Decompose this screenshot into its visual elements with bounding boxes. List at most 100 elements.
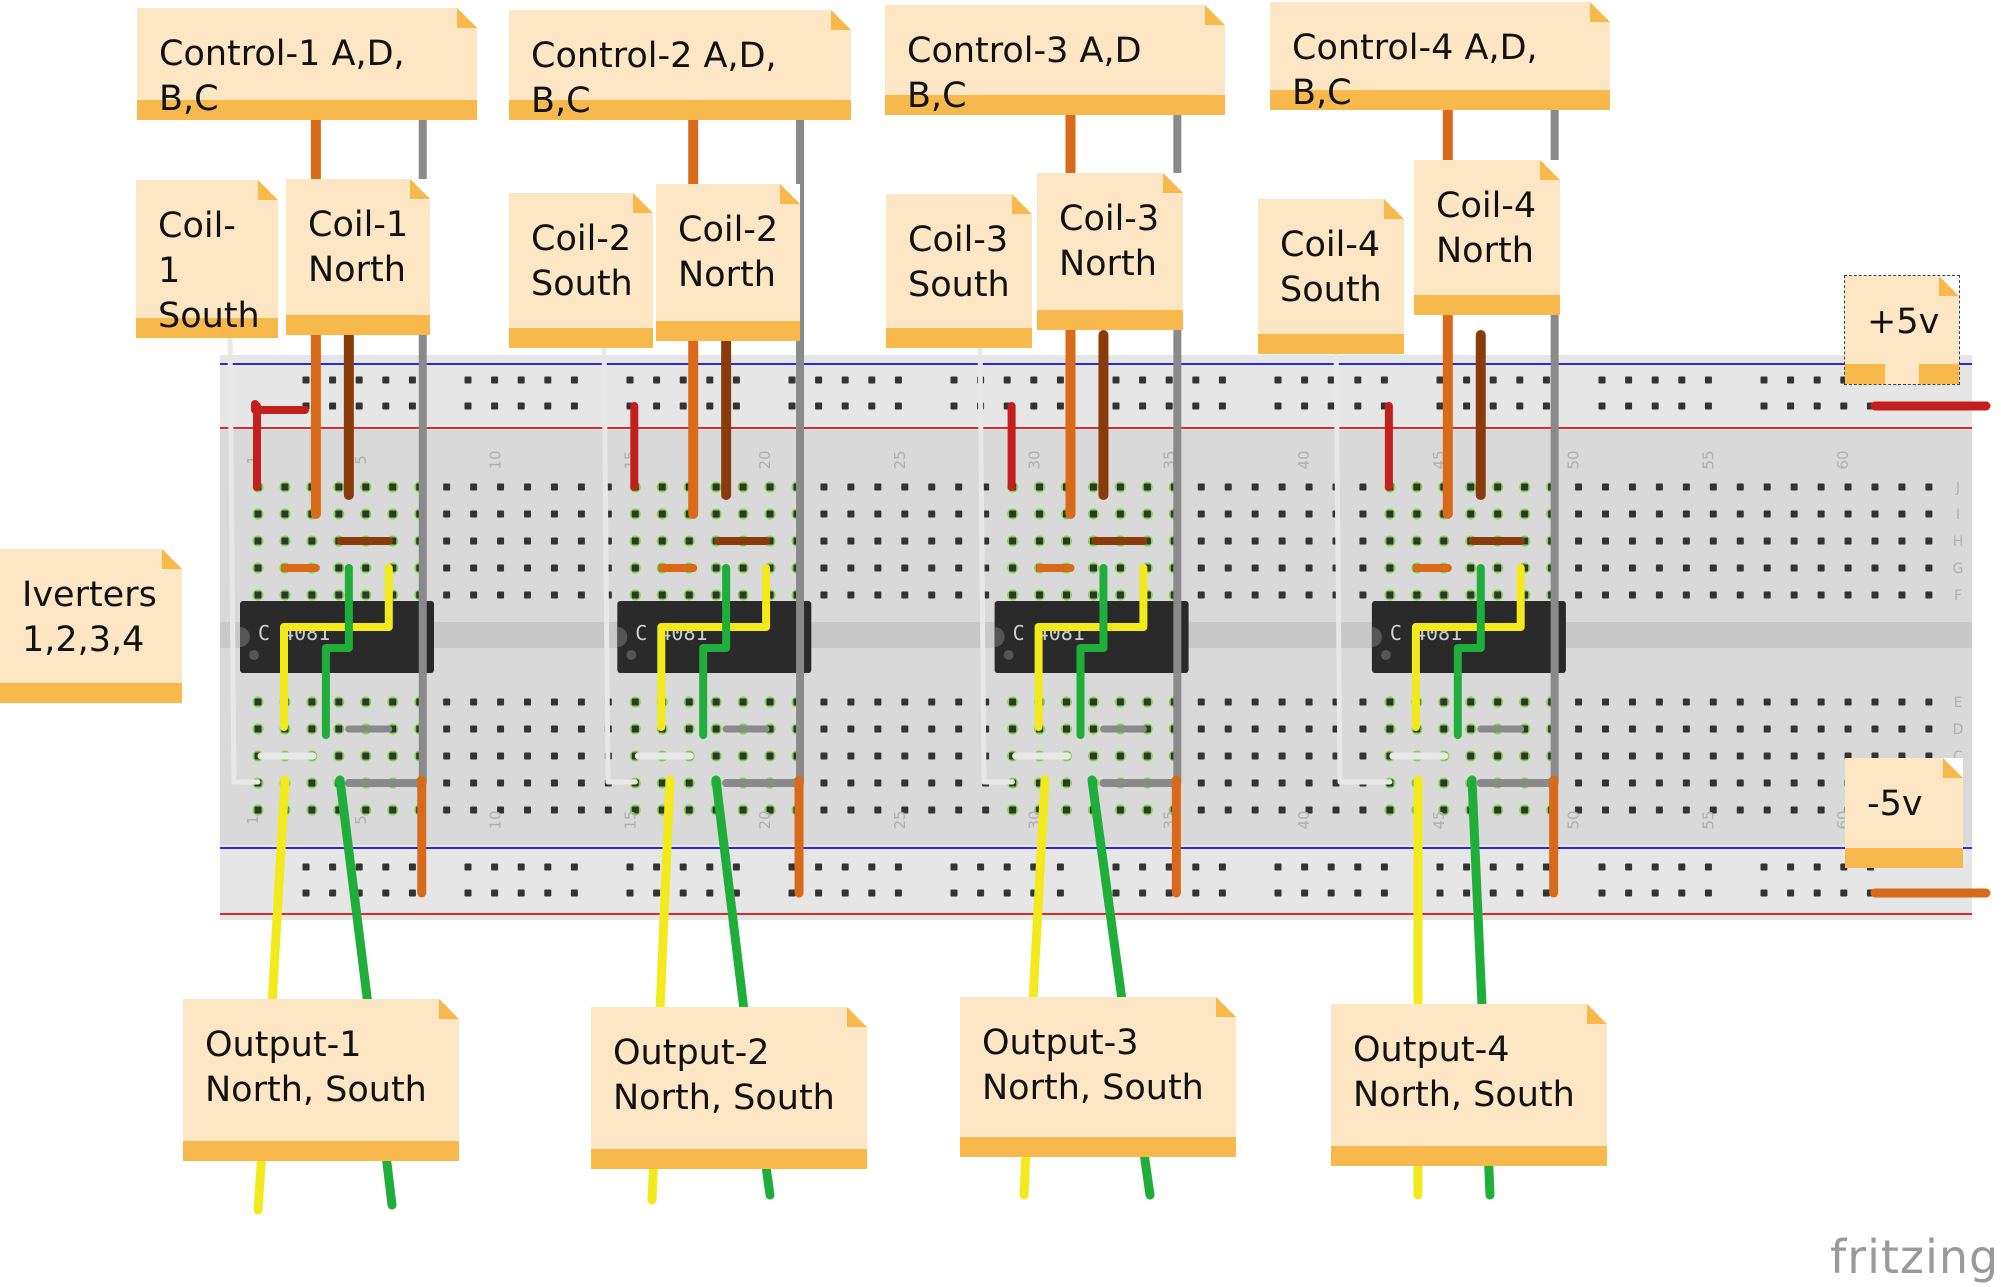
terminal-hole xyxy=(1386,537,1394,545)
terminal-hole xyxy=(1386,725,1394,733)
top-rail-hole xyxy=(1516,376,1524,384)
terminal-hole xyxy=(362,483,370,491)
terminal-hole xyxy=(901,698,909,706)
terminal-hole xyxy=(1063,698,1070,706)
top-rail-hole xyxy=(1192,376,1200,384)
bottom-rail-hole xyxy=(950,889,958,897)
terminal-hole xyxy=(1655,806,1663,814)
bottom-rail-hole xyxy=(1625,863,1633,871)
bottom-rail-hole xyxy=(1056,863,1064,871)
bottom-rail-hole xyxy=(1651,863,1659,871)
terminal-hole xyxy=(631,806,639,814)
terminal-hole xyxy=(1575,564,1583,572)
fritzing-logo: fritzing xyxy=(1830,1230,2000,1284)
terminal-hole xyxy=(1602,752,1609,760)
terminal-hole xyxy=(1305,591,1313,599)
terminal-hole xyxy=(1224,698,1232,706)
terminal-hole xyxy=(1063,806,1070,814)
coil-1-north-note: Coil-1 North xyxy=(286,179,430,335)
terminal-hole xyxy=(1224,510,1232,518)
terminal-hole xyxy=(1602,537,1609,545)
terminal-hole xyxy=(550,483,558,491)
terminal-hole xyxy=(1817,806,1825,814)
column-number: 55 xyxy=(1699,450,1717,469)
terminal-hole xyxy=(1278,698,1286,706)
bottom-rail-hole xyxy=(1327,889,1335,897)
terminal-hole xyxy=(1386,591,1394,599)
terminal-hole xyxy=(1278,564,1286,572)
bottom-rail-hole xyxy=(653,863,661,871)
yellow-chip-wire-4 xyxy=(1411,564,1525,731)
output-yellow-wire-3 xyxy=(1028,775,1050,1005)
terminal-hole xyxy=(1709,510,1717,518)
terminal-hole xyxy=(766,806,774,814)
terminal-hole xyxy=(443,725,451,733)
terminal-hole xyxy=(470,510,478,518)
terminal-hole xyxy=(1655,725,1663,733)
terminal-hole xyxy=(389,483,397,491)
terminal-hole xyxy=(685,698,693,706)
row-letter: C xyxy=(1953,749,1963,765)
top-rail-hole xyxy=(788,376,796,384)
terminal-hole xyxy=(685,537,693,545)
terminal-hole xyxy=(1467,591,1475,599)
terminal-hole xyxy=(631,591,639,599)
terminal-hole xyxy=(766,510,774,518)
top-rail-hole xyxy=(1598,402,1606,410)
output-4-note: Output-4 North, South xyxy=(1331,1004,1607,1166)
bottom-rail-hole xyxy=(355,863,363,871)
terminal-hole xyxy=(308,537,316,545)
terminal-hole xyxy=(847,510,855,518)
terminal-hole xyxy=(874,591,882,599)
terminal-hole xyxy=(955,725,963,733)
terminal-hole xyxy=(847,779,855,787)
bottom-power-rail xyxy=(220,845,1972,920)
output-yellow-wire-2 xyxy=(655,775,675,1015)
terminal-hole xyxy=(577,537,585,545)
top-rail-hole xyxy=(329,402,337,410)
terminal-hole xyxy=(1790,806,1798,814)
terminal-hole xyxy=(470,591,478,599)
bottom-rail-hole xyxy=(1678,889,1686,897)
terminal-hole xyxy=(550,779,558,787)
terminal-hole xyxy=(874,698,882,706)
terminal-hole xyxy=(658,806,666,814)
control-3-note: Control-3 A,D B,C xyxy=(885,5,1225,116)
terminal-hole xyxy=(389,806,397,814)
column-number: 50 xyxy=(1565,810,1583,829)
bottom-rail-hole xyxy=(302,863,310,871)
terminal-hole xyxy=(739,806,747,814)
terminal-hole xyxy=(658,510,666,518)
terminal-hole xyxy=(658,537,666,545)
bottom-rail-hole xyxy=(1840,889,1848,897)
row-letter: H xyxy=(1953,534,1964,550)
column-number: 20 xyxy=(756,810,774,829)
terminal-hole xyxy=(1467,752,1475,760)
terminal-hole xyxy=(1763,510,1771,518)
terminal-hole xyxy=(1898,725,1906,733)
terminal-hole xyxy=(712,510,720,518)
terminal-hole xyxy=(1440,537,1448,545)
terminal-hole xyxy=(1709,779,1717,787)
terminal-hole xyxy=(1682,725,1690,733)
terminal-hole xyxy=(443,564,451,572)
top-rail-hole xyxy=(1651,376,1659,384)
terminal-hole xyxy=(712,564,720,572)
output-yellow-wire-1 xyxy=(267,775,290,1010)
bottom-rail-hole xyxy=(1516,863,1524,871)
coil-4-north-note: Coil-4 North xyxy=(1414,160,1560,315)
terminal-hole xyxy=(982,806,990,814)
terminal-hole xyxy=(524,752,531,760)
terminal-hole xyxy=(874,483,882,491)
terminal-hole xyxy=(524,806,531,814)
terminal-hole xyxy=(1817,698,1825,706)
terminal-hole xyxy=(1494,806,1502,814)
bottom-rail-hole xyxy=(1463,889,1471,897)
bottom-rail-hole xyxy=(1436,863,1444,871)
terminal-hole xyxy=(1844,698,1852,706)
terminal-hole xyxy=(1413,483,1421,491)
terminal-hole xyxy=(739,483,747,491)
bottom-rail-hole xyxy=(706,863,714,871)
top-rail-hole xyxy=(1489,376,1497,384)
coil-3-south-note: Coil-3 South xyxy=(886,194,1032,348)
